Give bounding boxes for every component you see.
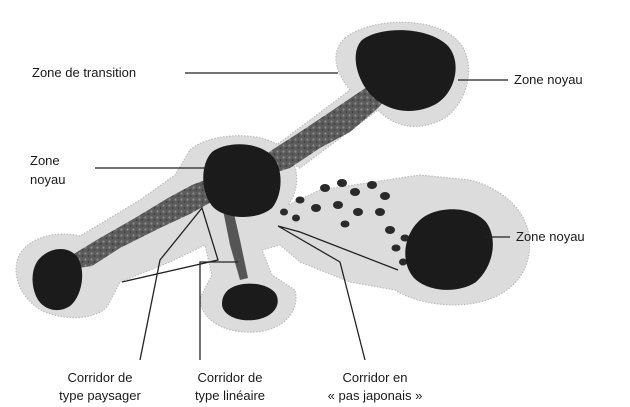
stepping-stone xyxy=(392,245,401,252)
stepping-stone xyxy=(341,221,350,228)
stepping-stone xyxy=(385,226,395,234)
label-corridor-linear-line2: type linéaire xyxy=(195,388,265,403)
label-corridor-linear-line1: Corridor de xyxy=(197,370,262,385)
stepping-stone xyxy=(292,215,300,222)
label-transition-zone: Zone de transition xyxy=(32,65,136,80)
stepping-stone xyxy=(333,201,343,209)
label-corridor-landscape-line1: Corridor de xyxy=(67,370,132,385)
core-zone-center xyxy=(203,144,280,217)
stepping-stone xyxy=(311,204,321,212)
stepping-stone xyxy=(367,181,377,189)
stepping-stone xyxy=(296,197,305,204)
stepping-stone xyxy=(280,209,288,216)
stepping-stone xyxy=(320,184,330,192)
stepping-stone xyxy=(380,192,390,200)
label-core-zone-center-line1: Zone xyxy=(30,153,60,168)
label-corridor-stepping-line2: « pas japonais » xyxy=(328,388,423,403)
stepping-stone xyxy=(350,188,360,196)
label-core-zone-right: Zone noyau xyxy=(516,229,585,244)
label-core-zone-center-line2: noyau xyxy=(30,172,65,187)
label-core-zone-top-right: Zone noyau xyxy=(514,72,583,87)
label-corridor-stepping-line1: Corridor en xyxy=(342,370,407,385)
core-zone-bottom xyxy=(222,284,278,321)
stepping-stone xyxy=(353,208,363,216)
stepping-stone xyxy=(375,208,385,216)
label-corridor-landscape-line2: type paysager xyxy=(59,388,141,403)
stepping-stone xyxy=(337,179,347,187)
